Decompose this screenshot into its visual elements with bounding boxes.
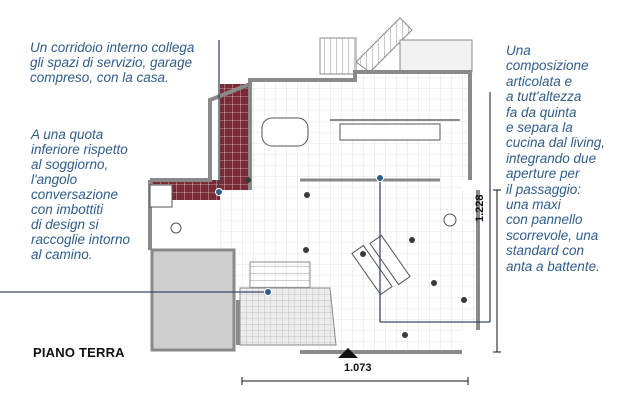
dimension-height-label: 1.228: [474, 194, 486, 222]
caption-lounge: A una quota inferiore rispetto al soggio…: [31, 127, 131, 262]
leader-lines: [0, 40, 491, 323]
dimension-lines: [241, 189, 501, 385]
columns: [245, 177, 467, 338]
service-corridor: [150, 84, 250, 200]
outdoor-stairs: [319, 17, 473, 75]
entrance-arrow-icon: [338, 348, 358, 358]
lower-lounge: [239, 261, 337, 346]
dimension-width-label: 1.073: [344, 362, 372, 374]
floor-label: PIANO TERRA: [33, 345, 125, 360]
caption-kitchen: Una composizione articolata e a tutt'alt…: [506, 43, 606, 274]
caption-corridor: Un corridoio interno collega gli spazi d…: [30, 40, 195, 85]
leader-dots: [215, 174, 384, 296]
garage: [150, 248, 236, 352]
walls: [148, 70, 480, 354]
